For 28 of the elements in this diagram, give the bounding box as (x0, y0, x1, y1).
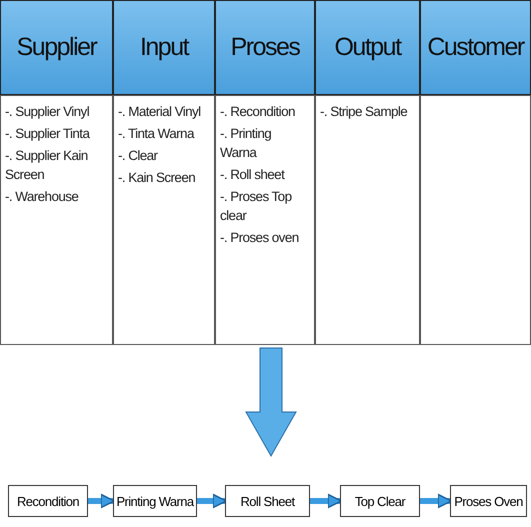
list-item: -. Printing Warna (220, 125, 272, 162)
process-box: Printing Warna (113, 485, 197, 517)
process-box: Top Clear (340, 485, 420, 517)
list-item: -. Tinta Warna (118, 125, 196, 143)
list-item: -. Stripe Sample (320, 103, 408, 121)
arrow (88, 494, 115, 508)
column-header: Customer (427, 33, 524, 62)
list-item: -. Supplier Vinyl (5, 103, 90, 121)
column-header: Proses (230, 33, 300, 62)
list-item: -. Material Vinyl (118, 103, 202, 121)
process-box: Recondition (8, 485, 88, 517)
list-item: -. Roll sheet (220, 166, 286, 184)
list-item: -. Clear (118, 147, 159, 165)
process-box: Roll Sheet (225, 485, 310, 517)
column-header: Output (334, 33, 401, 62)
list-item: -. Warehouse (5, 188, 80, 206)
arrow (197, 494, 227, 508)
process-box: Proses Oven (450, 485, 527, 517)
list-item: -. Supplier Kain Screen (5, 147, 89, 184)
column-header: Supplier (16, 33, 96, 62)
column-header: Input (140, 33, 188, 62)
list-item: -. Proses Top clear (220, 188, 292, 225)
list-item: -. Proses oven (220, 229, 300, 247)
list-item: -. Kain Screen (118, 169, 196, 187)
list-item: -. Recondition (220, 103, 296, 121)
list-item: -. Supplier Tinta (5, 125, 91, 143)
arrow (420, 494, 452, 508)
arrow (310, 494, 342, 508)
